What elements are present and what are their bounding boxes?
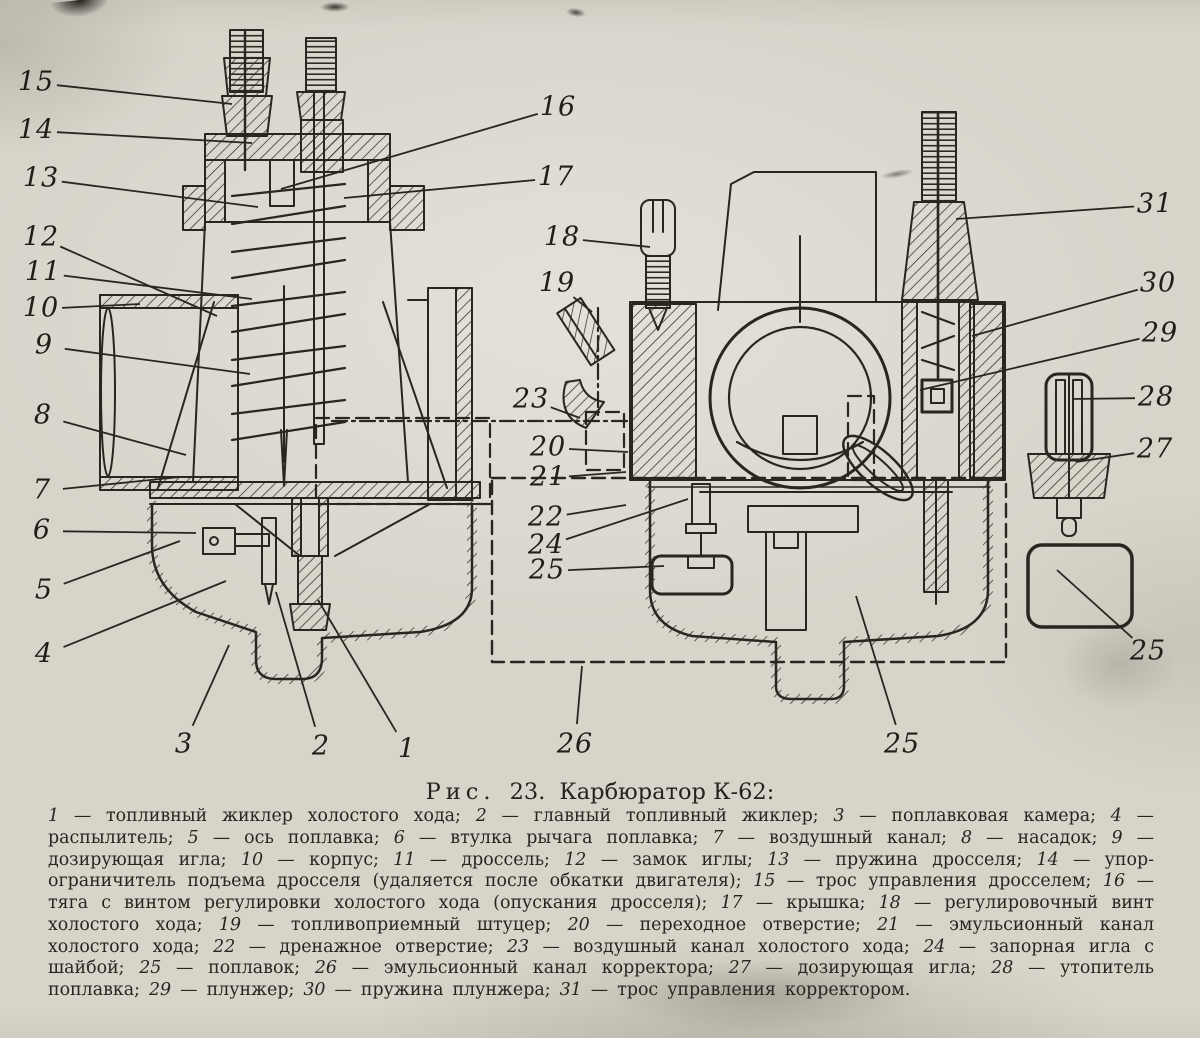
legend-num-20: 20 bbox=[567, 914, 590, 935]
legend-num-1: 1 bbox=[48, 806, 60, 826]
leader-line-11 bbox=[63, 274, 253, 300]
legend-num-15: 15 bbox=[753, 871, 776, 892]
figure-caption: Рис. 23. Карбюратор К-62: bbox=[0, 779, 1200, 805]
leader-line-16 bbox=[280, 113, 539, 190]
leader-line-28 bbox=[1071, 397, 1136, 400]
figure-legend: 1 — топливный жиклер холостого хода; 2 —… bbox=[48, 806, 1155, 1000]
figure-caption-number: 23. bbox=[509, 779, 546, 805]
leader-line-2 bbox=[275, 591, 316, 728]
leader-line-8 bbox=[63, 420, 187, 456]
leader-line-5 bbox=[63, 540, 181, 585]
legend-num-19: 19 bbox=[218, 914, 242, 935]
leader-line-27 bbox=[1075, 452, 1135, 463]
leader-line-21 bbox=[568, 471, 627, 478]
leader-line-25 bbox=[567, 565, 665, 571]
legend-num-28: 28 bbox=[991, 958, 1014, 979]
legend-num-7: 7 bbox=[712, 827, 724, 848]
legend-num-8: 8 bbox=[961, 827, 973, 848]
legend-num-10: 10 bbox=[240, 849, 264, 870]
legend-num-31: 31 bbox=[559, 980, 582, 1000]
legend-num-18: 18 bbox=[878, 893, 901, 913]
leader-line-1 bbox=[317, 599, 398, 733]
leader-line-13 bbox=[61, 180, 259, 208]
leader-line-29 bbox=[919, 337, 1140, 391]
legend-num-24: 24 bbox=[923, 936, 946, 957]
leader-line-22 bbox=[566, 504, 627, 516]
leader-line-20 bbox=[568, 448, 629, 453]
legend-num-5: 5 bbox=[187, 827, 199, 848]
leader-line-30 bbox=[971, 288, 1139, 337]
leader-line-23 bbox=[550, 406, 581, 419]
leader-line-18 bbox=[582, 239, 651, 248]
leader-line-15 bbox=[56, 84, 233, 105]
legend-num-16: 16 bbox=[1102, 871, 1126, 892]
legend-num-13: 13 bbox=[767, 849, 790, 870]
legend-num-11: 11 bbox=[393, 849, 416, 870]
leader-line-31 bbox=[955, 205, 1135, 220]
callout-leader-lines bbox=[56, 84, 1140, 733]
leader-line-6 bbox=[62, 530, 197, 534]
leader-line-9 bbox=[64, 347, 251, 375]
legend-num-3: 3 bbox=[833, 806, 845, 826]
legend-num-14: 14 bbox=[1036, 849, 1059, 870]
legend-num-27: 27 bbox=[728, 958, 751, 979]
legend-num-21: 21 bbox=[877, 914, 900, 935]
leader-line-24 bbox=[565, 498, 689, 541]
leader-line-26 bbox=[576, 665, 583, 725]
leader-line-14 bbox=[56, 131, 253, 144]
figure-caption-label: Рис. bbox=[425, 779, 496, 805]
legend-num-23: 23 bbox=[506, 936, 530, 957]
legend-num-22: 22 bbox=[213, 936, 236, 957]
leader-line-12 bbox=[59, 245, 218, 317]
legend-num-17: 17 bbox=[720, 893, 743, 913]
legend-num-29: 29 bbox=[148, 980, 172, 1000]
legend-num-30: 30 bbox=[303, 980, 326, 1000]
leader-line-4 bbox=[63, 580, 227, 648]
legend-num-25: 25 bbox=[139, 958, 162, 979]
figure-caption-title: Карбюратор К-62: bbox=[559, 779, 775, 805]
leader-line-3 bbox=[191, 644, 230, 727]
legend-num-6: 6 bbox=[393, 827, 405, 848]
legend-num-4: 4 bbox=[1110, 806, 1122, 826]
legend-num-2: 2 bbox=[475, 806, 487, 826]
leader-line-10 bbox=[61, 303, 141, 309]
legend-num-9: 9 bbox=[1111, 827, 1123, 848]
leader-line-7 bbox=[62, 476, 181, 490]
leader-line-19 bbox=[572, 296, 593, 313]
leader-line-25 bbox=[1056, 569, 1134, 639]
leader-line-25 bbox=[855, 595, 897, 726]
legend-num-12: 12 bbox=[564, 849, 587, 870]
leader-line-17 bbox=[343, 179, 536, 199]
legend-num-26: 26 bbox=[314, 958, 337, 979]
